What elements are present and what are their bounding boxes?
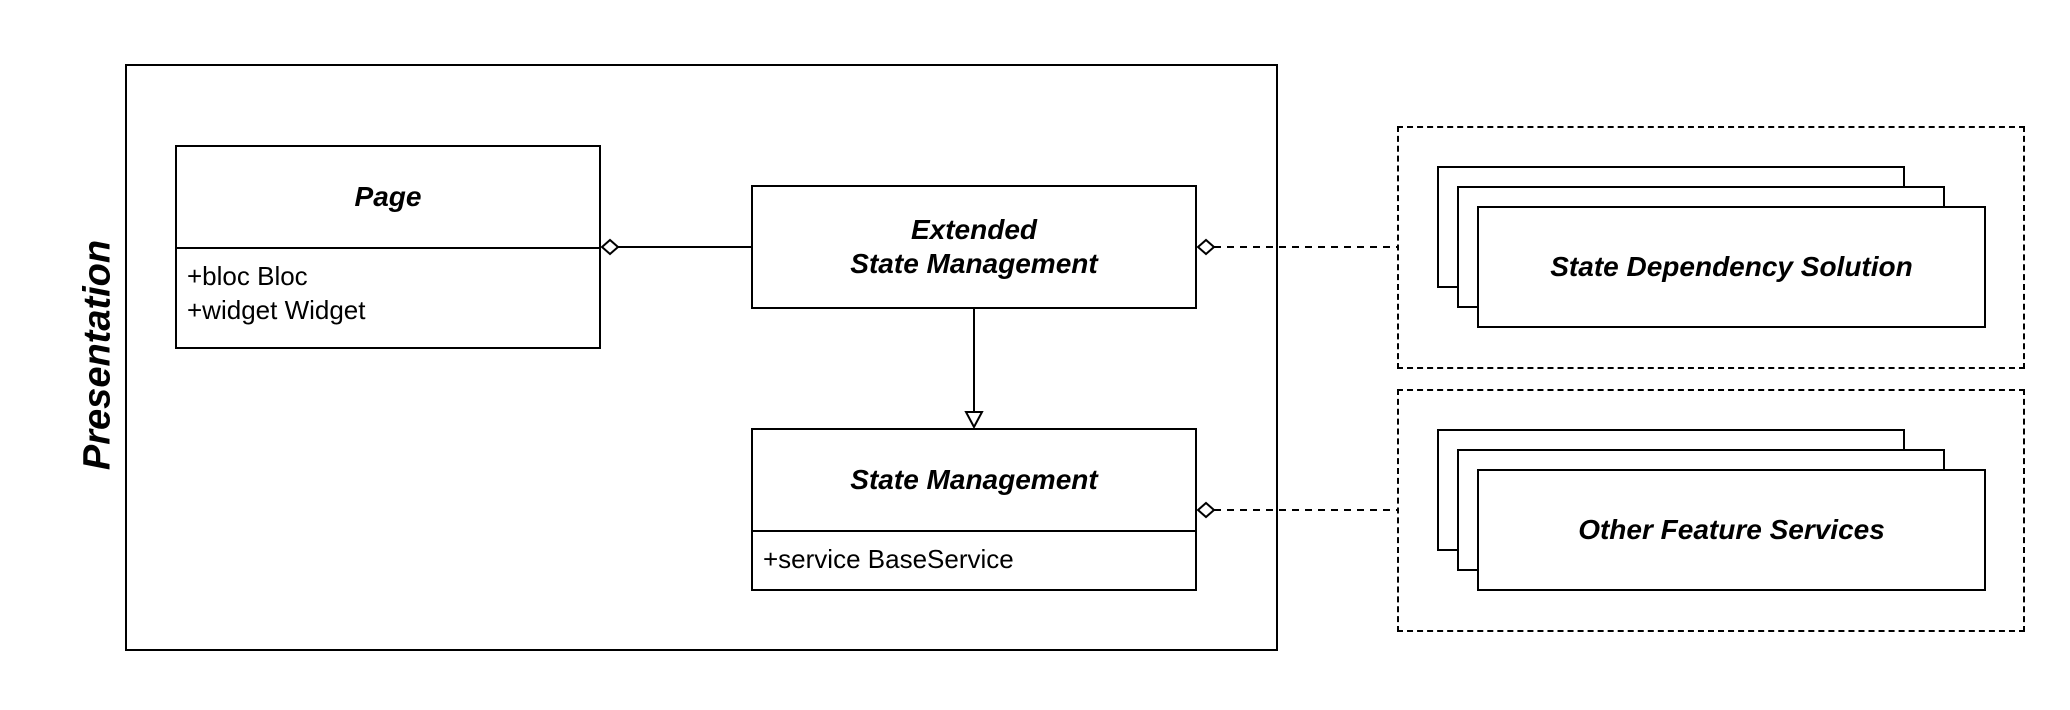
state-dependency-solution-box[interactable]: State Dependency Solution bbox=[1477, 206, 1986, 328]
page-aggregation-diamond bbox=[600, 238, 620, 256]
page-class[interactable]: Page +bloc Bloc +widget Widget bbox=[175, 145, 601, 349]
other-feature-services-diamond bbox=[1196, 501, 1216, 519]
generalization-arrowhead bbox=[964, 411, 984, 430]
state-management-attr-service: +service BaseService bbox=[763, 544, 1014, 574]
page-class-name: Page bbox=[354, 181, 422, 212]
state-management-name: State Management bbox=[850, 464, 1098, 495]
state-dependency-solution-label: State Dependency Solution bbox=[1550, 251, 1913, 282]
state-management-attributes: +service BaseService bbox=[763, 542, 1014, 576]
page-class-attributes: +bloc Bloc +widget Widget bbox=[187, 259, 365, 327]
extended-state-management-line1: Extended bbox=[910, 214, 1038, 245]
page-attr-bloc: +bloc Bloc bbox=[187, 261, 308, 291]
other-feature-services-box[interactable]: Other Feature Services bbox=[1477, 469, 1986, 591]
page-attr-widget: +widget Widget bbox=[187, 295, 366, 325]
state-dependency-diamond bbox=[1196, 238, 1216, 256]
page-class-divider bbox=[177, 247, 599, 249]
other-feature-services-label: Other Feature Services bbox=[1578, 514, 1885, 545]
extended-state-management-name: Extended State Management bbox=[753, 187, 1195, 307]
state-management-class[interactable]: State Management +service BaseService bbox=[751, 428, 1197, 591]
state-management-divider bbox=[753, 530, 1195, 532]
extended-state-management-line2: State Management bbox=[850, 248, 1098, 279]
extended-state-management-class[interactable]: Extended State Management bbox=[751, 185, 1197, 309]
